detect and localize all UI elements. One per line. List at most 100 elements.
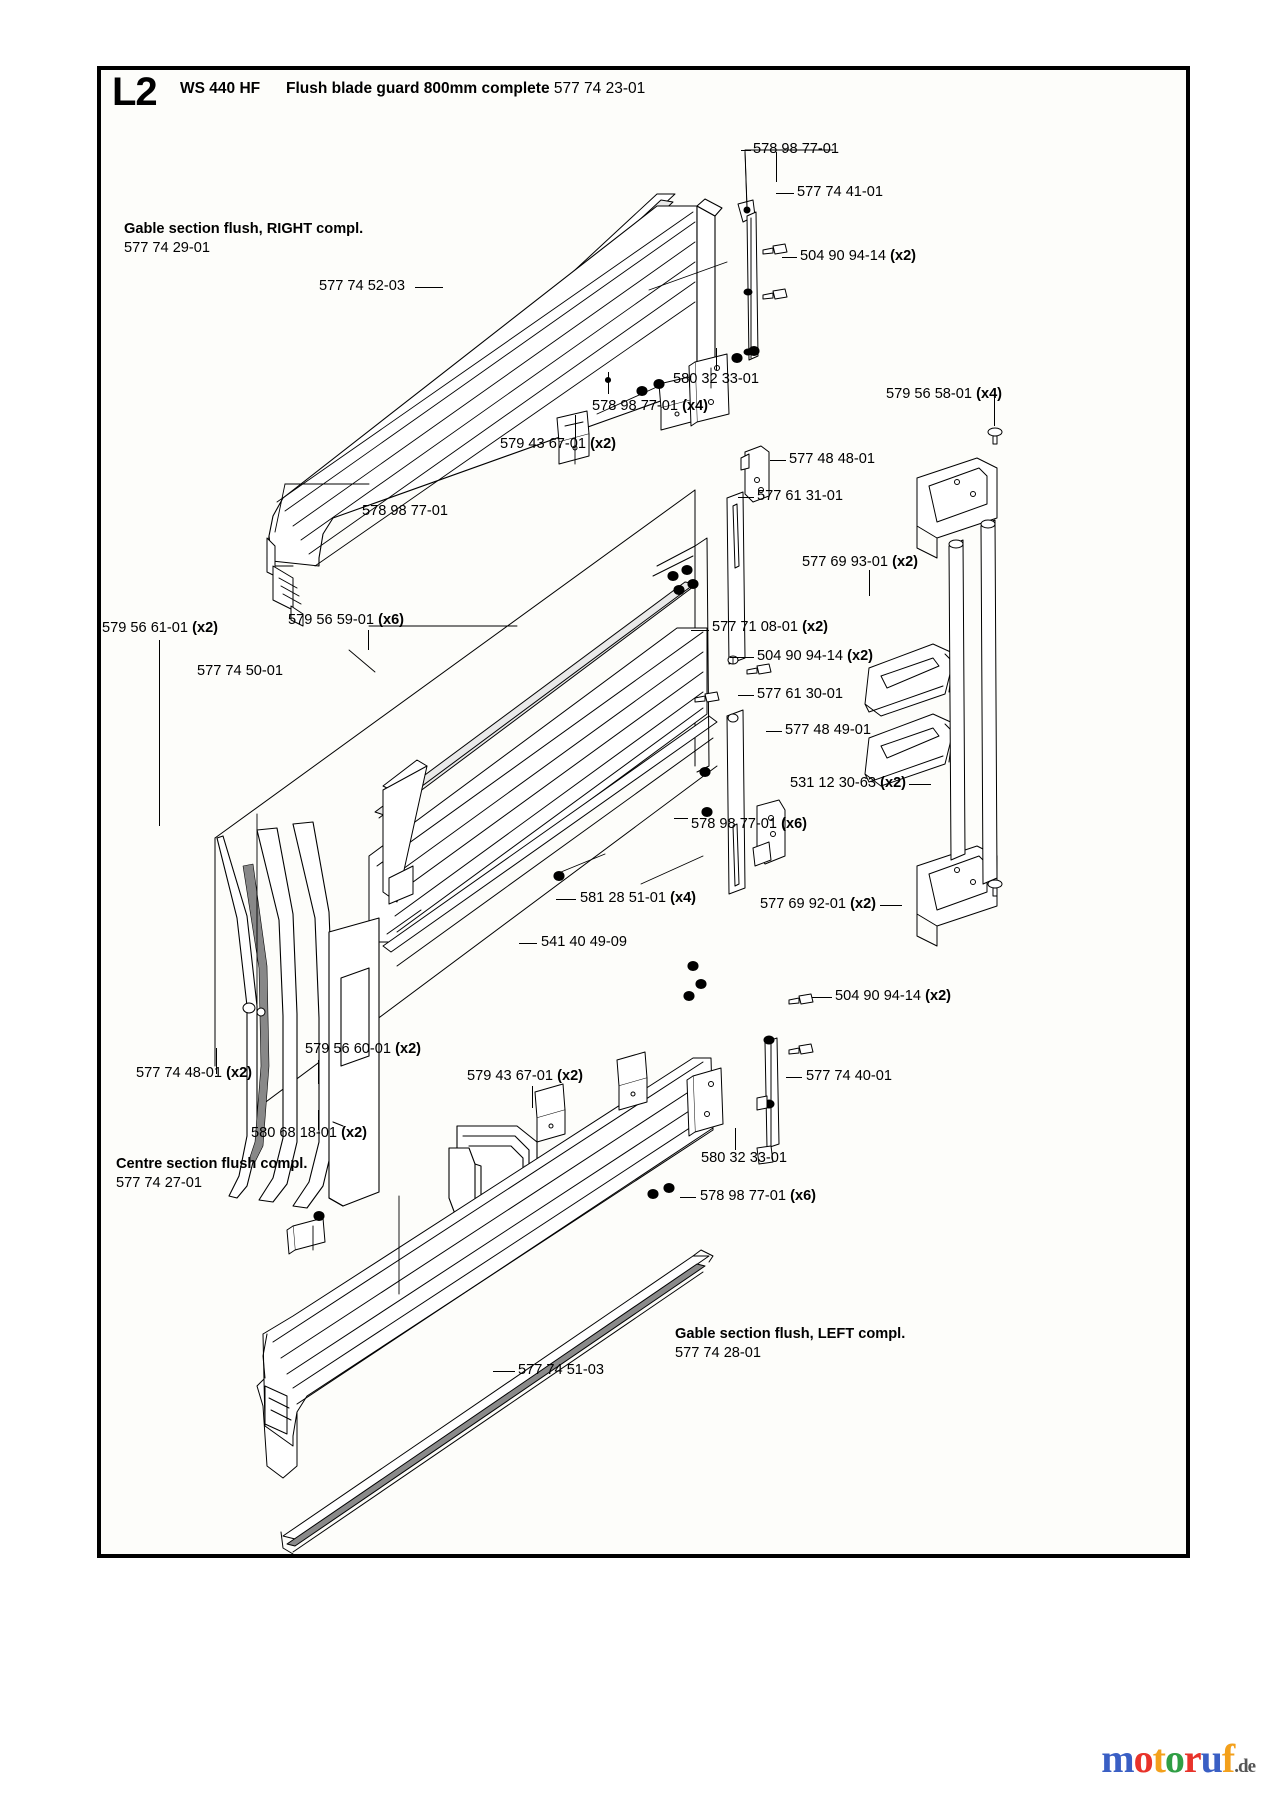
callout-part-number: 580 32 33-01	[701, 1150, 788, 1166]
logo-letter: r	[1183, 1736, 1202, 1781]
leader-line	[318, 1060, 319, 1084]
callout-504-90-94-14-top: 504 90 94-14 (x2)	[800, 248, 916, 266]
leader-line	[519, 943, 537, 944]
callout-577-48-48-01: 577 48 48-01	[789, 451, 875, 469]
group-centre-part-number: 577 74 27-01	[116, 1174, 203, 1191]
callout-qty: (x2)	[192, 620, 219, 636]
callout-part-number: 580 32 33-01	[673, 371, 760, 387]
callout-part-number: 577 74 51-03	[518, 1362, 605, 1378]
callout-577-61-30-01: 577 61 30-01	[757, 686, 843, 704]
callout-part-number: 577 74 41-01	[797, 184, 884, 200]
group-centre-title: Centre section flush compl.	[116, 1156, 308, 1172]
callout-part-number: 577 48 48-01	[789, 451, 876, 467]
model-name: WS 440 HF	[180, 80, 261, 97]
group-gable-right-part-number: 577 74 29-01	[124, 239, 211, 256]
logo-letter: u	[1200, 1736, 1223, 1781]
callout-580-32-33-01-bottom: 580 32 33-01	[701, 1150, 787, 1168]
callout-part-number: 578 98 77-01	[691, 816, 778, 832]
callout-part-number: 578 98 77-01	[592, 398, 679, 414]
leader-line	[786, 1077, 802, 1078]
callout-504-90-94-14-mid: 504 90 94-14 (x2)	[757, 648, 873, 666]
callout-504-90-94-14-bottom: 504 90 94-14 (x2)	[835, 988, 951, 1006]
leader-line	[776, 152, 777, 182]
leader-line	[556, 899, 576, 900]
callout-part-number: 579 43 67-01	[467, 1068, 554, 1084]
callout-579-56-59-01: 579 56 59-01 (x6)	[288, 612, 404, 630]
callout-qty: (x4)	[682, 398, 709, 414]
callout-qty: (x6)	[790, 1188, 817, 1204]
callout-577-69-93-01: 577 69 93-01 (x2)	[802, 554, 918, 572]
leader-line	[680, 1197, 696, 1198]
leader-line	[318, 1110, 319, 1130]
leader-line	[770, 460, 786, 461]
diagram-frame	[97, 66, 1190, 1558]
callout-part-number: 504 90 94-14	[835, 988, 922, 1004]
callout-part-number: 577 74 40-01	[806, 1068, 893, 1084]
callout-578-98-77-01-top: 578 98 77-01	[753, 141, 839, 159]
group-gable-right-title: Gable section flush, RIGHT compl.	[124, 221, 364, 237]
callout-579-56-60-01: 579 56 60-01 (x2)	[305, 1041, 421, 1059]
callout-part-number: 541 40 49-09	[541, 934, 628, 950]
callout-part-number: 577 61 30-01	[757, 686, 844, 702]
callout-577-74-50-01: 577 74 50-01	[197, 663, 283, 681]
diagram-title-part-number: 577 74 23-01	[553, 80, 646, 97]
callout-part-number: 504 90 94-14	[800, 248, 887, 264]
leader-line	[776, 193, 794, 194]
leader-line	[909, 784, 931, 785]
callout-581-28-51-01: 581 28 51-01 (x4)	[580, 890, 696, 908]
callout-part-number: 577 61 31-01	[757, 488, 844, 504]
leader-line	[216, 1048, 217, 1074]
callout-part-number: 578 98 77-01	[753, 141, 840, 157]
callout-qty: (x2)	[892, 554, 919, 570]
callout-qty: (x2)	[925, 988, 952, 1004]
leader-line	[880, 905, 902, 906]
group-gable-right: Gable section flush, RIGHT compl. 577 74…	[124, 220, 363, 258]
diagram-title: Flush blade guard 800mm complete 577 74 …	[286, 80, 645, 98]
leader-line	[869, 570, 870, 596]
leader-line	[730, 657, 754, 658]
callout-part-number: 579 56 61-01	[102, 620, 189, 636]
callout-qty: (x2)	[850, 896, 877, 912]
group-gable-left: Gable section flush, LEFT compl. 577 74 …	[675, 1325, 905, 1363]
callout-541-40-49-09: 541 40 49-09	[541, 934, 627, 952]
callout-580-32-33-01-top: 580 32 33-01	[673, 371, 759, 389]
callout-577-74-52-03: 577 74 52-03	[319, 278, 405, 296]
callout-part-number: 578 98 77-01	[362, 503, 449, 519]
callout-qty: (x4)	[670, 890, 697, 906]
callout-577-48-49-01: 577 48 49-01	[785, 722, 871, 740]
callout-577-71-08-01: 577 71 08-01 (x2)	[712, 619, 828, 637]
callout-qty: (x6)	[378, 612, 405, 628]
callout-part-number: 581 28 51-01	[580, 890, 667, 906]
callout-part-number: 577 69 92-01	[760, 896, 847, 912]
section-code: L2	[112, 70, 158, 114]
leader-line	[159, 640, 160, 826]
leader-line	[716, 348, 717, 370]
callout-577-61-31-01: 577 61 31-01	[757, 488, 843, 506]
callout-577-74-51-03: 577 74 51-03	[518, 1362, 604, 1380]
leader-line	[575, 415, 576, 439]
callout-579-43-67-01-top: 579 43 67-01 (x2)	[500, 436, 616, 454]
callout-qty: (x2)	[802, 619, 829, 635]
callout-part-number: 579 43 67-01	[500, 436, 587, 452]
callout-part-number: 577 71 08-01	[712, 619, 799, 635]
callout-qty: (x2)	[880, 775, 907, 791]
leader-line	[368, 630, 369, 650]
leader-line	[674, 818, 688, 819]
leader-line	[994, 398, 995, 426]
callout-part-number: 578 98 77-01	[700, 1188, 787, 1204]
callout-578-98-77-01-x6-bottom: 578 98 77-01 (x6)	[700, 1188, 816, 1206]
callout-577-74-41-01: 577 74 41-01	[797, 184, 883, 202]
leader-line	[766, 731, 782, 732]
diagram-title-text: Flush blade guard 800mm complete	[286, 80, 550, 97]
logo-letter: f	[1221, 1736, 1235, 1781]
callout-579-56-58-01: 579 56 58-01 (x4)	[886, 386, 1002, 404]
callout-qty: (x2)	[341, 1125, 368, 1141]
leader-line	[812, 997, 832, 998]
leader-line	[691, 630, 709, 631]
callout-part-number: 579 56 58-01	[886, 386, 973, 402]
leader-line	[493, 1371, 515, 1372]
callout-part-number: 579 56 59-01	[288, 612, 375, 628]
motoruf-logo: motoruf.de	[1101, 1735, 1256, 1782]
callout-part-number: 577 74 48-01	[136, 1065, 223, 1081]
logo-letter: o	[1133, 1736, 1154, 1781]
